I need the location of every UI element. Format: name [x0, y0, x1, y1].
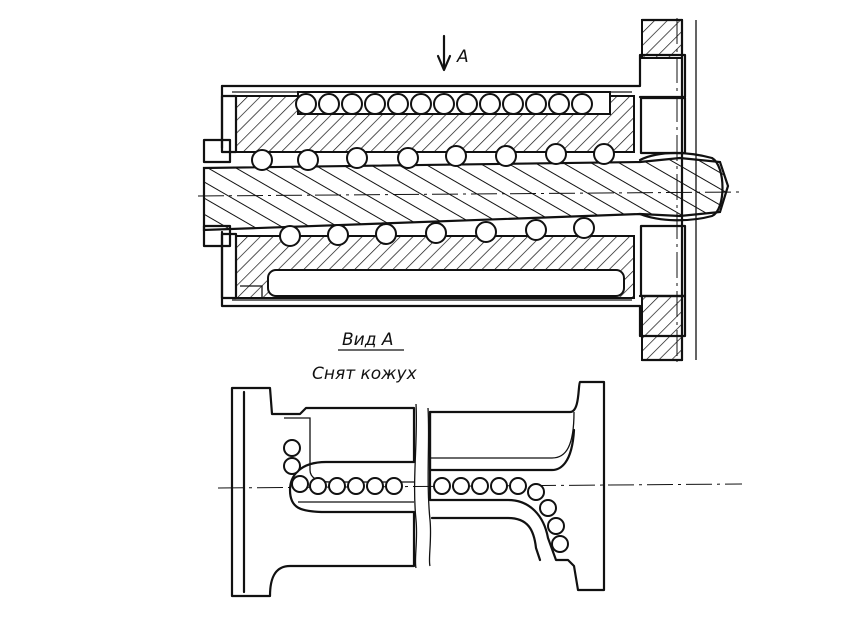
working-balls-lower: [279, 217, 595, 247]
deflector-left: [230, 386, 416, 598]
ball: [593, 143, 615, 165]
balls-view-left: [283, 439, 403, 495]
arrow-label: A: [456, 47, 469, 67]
ball: [385, 477, 403, 495]
ball: [573, 217, 595, 239]
ball: [397, 147, 419, 169]
ball: [387, 93, 409, 115]
ball: [366, 477, 384, 495]
ball: [490, 477, 508, 495]
ball: [475, 221, 497, 243]
ball: [283, 457, 301, 475]
ball: [479, 93, 501, 115]
working-balls-upper: [251, 143, 615, 171]
flange: [639, 18, 697, 362]
ball: [471, 477, 489, 495]
ball: [283, 439, 301, 457]
view-arrow: A: [436, 34, 469, 72]
ball: [327, 224, 349, 246]
ball: [495, 145, 517, 167]
ball: [547, 517, 565, 535]
balls-view-right: [433, 477, 569, 553]
ball: [251, 149, 273, 171]
ball: [548, 93, 570, 115]
section-view: A: [197, 18, 741, 362]
ball: [571, 93, 593, 115]
ball: [456, 93, 478, 115]
ball: [433, 477, 451, 495]
ball: [328, 477, 346, 495]
ball: [410, 93, 432, 115]
ball: [545, 143, 567, 165]
ball: [502, 93, 524, 115]
ball: [452, 477, 470, 495]
ball: [509, 477, 527, 495]
ball: [346, 147, 368, 169]
ball: [318, 93, 340, 115]
ball: [539, 499, 557, 517]
ball: [297, 149, 319, 171]
view-title: Вид А: [342, 330, 394, 350]
view-a: [217, 380, 743, 598]
screw-shaft: [197, 151, 741, 232]
ball: [291, 475, 309, 493]
deflector-right: [428, 380, 606, 592]
view-note: Снят кожух: [312, 364, 418, 384]
ball: [309, 477, 327, 495]
ball: [279, 225, 301, 247]
end-cap: [202, 94, 263, 300]
ball: [525, 93, 547, 115]
return-channel-lower: [267, 269, 625, 297]
ball: [433, 93, 455, 115]
ball: [445, 145, 467, 167]
return-balls-upper: [295, 93, 593, 115]
view-caption: Вид А Снят кожух: [312, 330, 418, 384]
ball: [341, 93, 363, 115]
ball: [375, 223, 397, 245]
ball: [525, 219, 547, 241]
ball: [295, 93, 317, 115]
ball: [551, 535, 569, 553]
ball: [364, 93, 386, 115]
ball: [347, 477, 365, 495]
ball: [527, 483, 545, 501]
ball: [425, 222, 447, 244]
